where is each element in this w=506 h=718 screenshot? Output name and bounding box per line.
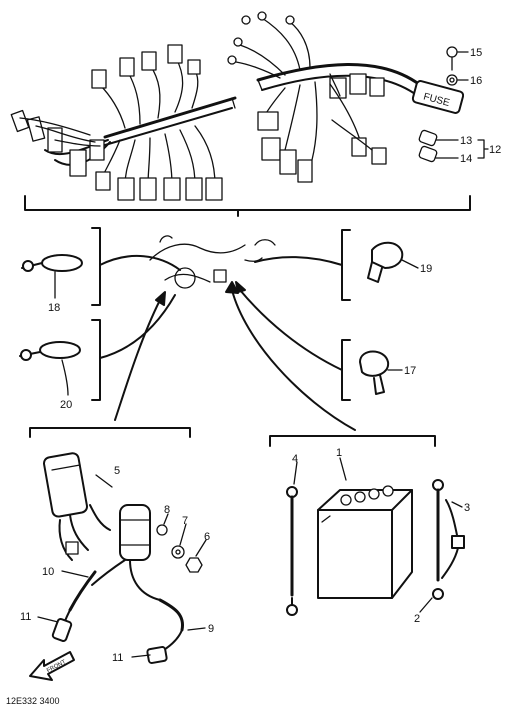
fuse-holder: FUSE: [411, 80, 465, 114]
callout-11-lower: 11: [112, 652, 123, 664]
callout-16: 16: [470, 75, 482, 87]
callout-4: 4: [292, 453, 298, 465]
callout-20: 20: [60, 399, 72, 411]
callout-numbers: 15 16 13 14 12 18 20 19 17 5 8 7 6 10 11…: [20, 47, 501, 664]
wire-clamp-19: [367, 241, 419, 283]
harness-connector-right-group: [227, 11, 385, 99]
clamp-bracket-left-lower: [91, 319, 101, 401]
callout-12: 12: [489, 144, 501, 156]
wire-clamp-20: [19, 341, 81, 396]
callout-1: 1: [336, 447, 342, 459]
fuse-parts: [418, 46, 458, 163]
callout-15: 15: [470, 47, 482, 59]
callout-5: 5: [114, 465, 120, 477]
harness-connector-bottom-group: [95, 125, 223, 201]
callout-18: 18: [48, 302, 60, 314]
mounting-bracket-area: [149, 235, 276, 289]
callout-11-upper: 11: [20, 611, 31, 623]
wire-clamp-17: [359, 350, 403, 395]
drawing-code: 12E332 3400: [6, 696, 60, 706]
ignition-coil-assembly: [42, 452, 203, 664]
clamp-bracket-left-upper: [91, 227, 101, 306]
callout-9: 9: [208, 623, 214, 635]
harness-group-bracket: [24, 195, 471, 217]
clamp-bracket-right-upper: [341, 229, 351, 301]
wire-clamp-18: [21, 254, 83, 299]
callout-8: 8: [164, 504, 170, 516]
callout-3: 3: [464, 502, 470, 514]
harness-connector-top-group: [91, 44, 201, 129]
callout-10: 10: [42, 566, 54, 578]
battery-cable-negative: [286, 486, 298, 616]
battery-group-bracket: [269, 435, 436, 447]
harness-connector-left-group: [10, 109, 105, 177]
callout-17: 17: [404, 365, 416, 377]
battery-breather-lead: [441, 499, 465, 579]
callout-19: 19: [420, 263, 432, 275]
callout-leaders: [37, 51, 489, 658]
clamp-bracket-right-lower: [341, 339, 351, 401]
battery: [317, 485, 413, 599]
wire-harness: FUSE: [10, 11, 465, 201]
harness-connector-lower-right-group: [257, 81, 387, 183]
callout-13: 13: [460, 135, 472, 147]
ignition-group-bracket: [29, 427, 191, 438]
battery-cable-positive: [432, 479, 444, 600]
callout-14: 14: [460, 153, 472, 165]
callout-7: 7: [182, 515, 188, 527]
callout-6: 6: [204, 531, 210, 543]
front-direction-arrow: FRONT: [29, 651, 75, 681]
callout-2: 2: [414, 613, 420, 625]
